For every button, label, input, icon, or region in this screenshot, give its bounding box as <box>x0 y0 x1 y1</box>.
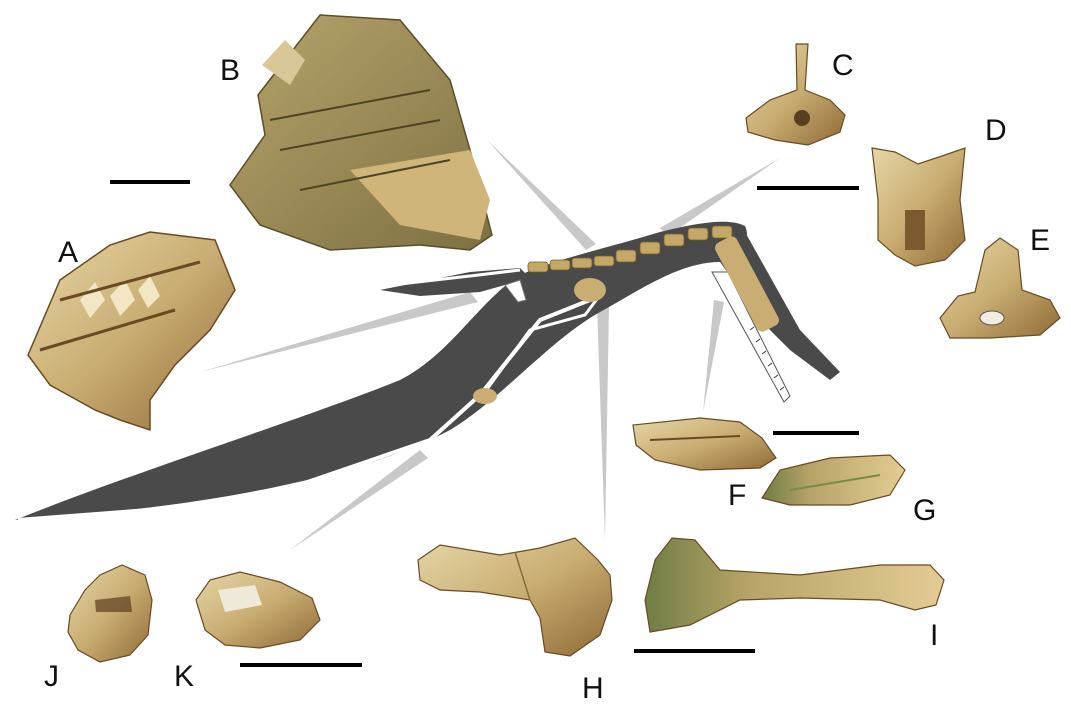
specimen-h <box>418 538 612 656</box>
panel-label-e: E <box>1030 224 1050 257</box>
specimen-i <box>645 538 944 632</box>
panel-label-d: D <box>985 114 1007 147</box>
pointer-f <box>703 300 724 412</box>
panel-label-j: J <box>44 660 59 693</box>
specimen-f <box>633 418 776 470</box>
panel-label-a: A <box>58 236 78 269</box>
wrist-fossil <box>473 388 497 404</box>
specimen-b <box>230 15 492 250</box>
pointer-h <box>597 305 609 540</box>
specimen-j <box>68 565 152 662</box>
panel-label-b: B <box>220 54 240 87</box>
panel-label-h: H <box>582 672 604 704</box>
shoulder-fossil <box>574 278 606 302</box>
specimen-g <box>762 455 905 505</box>
specimen-c <box>746 44 845 145</box>
pointer-b <box>487 140 596 250</box>
specimen-k <box>196 572 320 648</box>
panel-label-k: K <box>174 660 194 693</box>
panel-label-f: F <box>728 479 746 512</box>
panel-label-g: G <box>913 494 936 527</box>
specimen-d <box>872 148 965 266</box>
panel-label-c: C <box>832 49 854 82</box>
panel-label-i: I <box>930 619 938 652</box>
